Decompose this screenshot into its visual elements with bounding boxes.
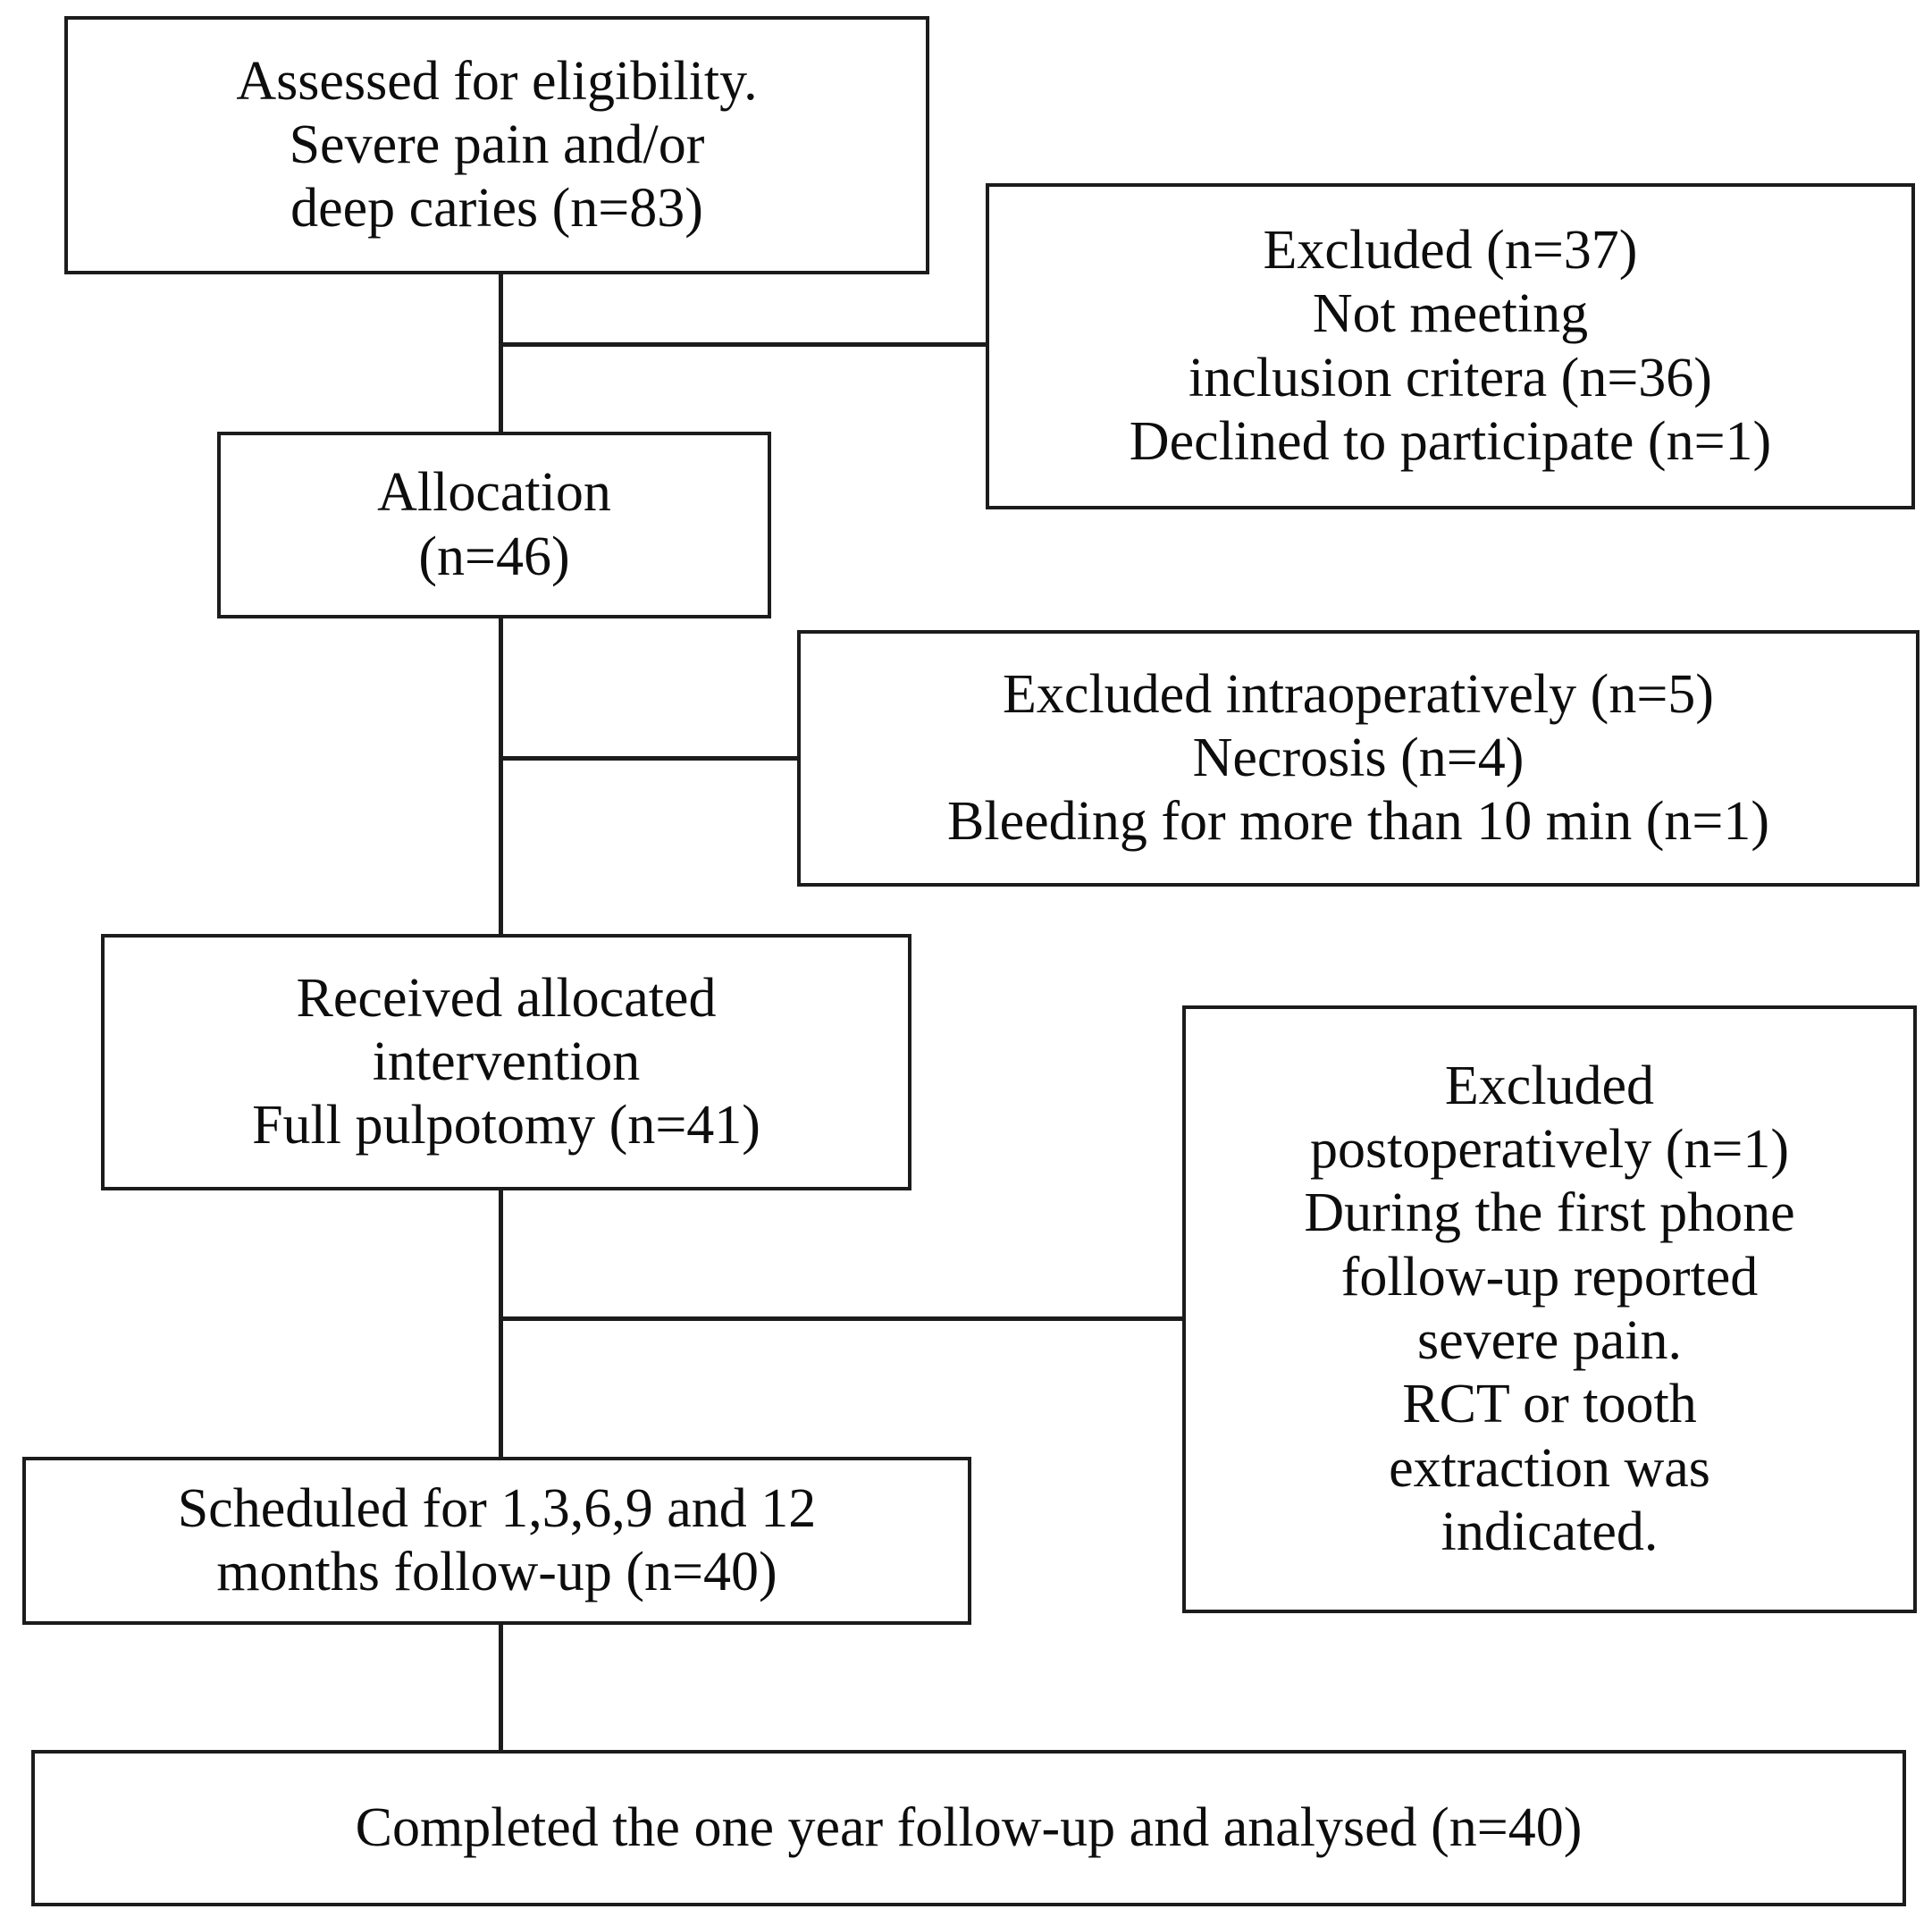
box-text-line: Severe pain and/or <box>289 114 705 175</box>
box-text-line: Excluded intraoperatively (n=5) <box>1003 663 1714 725</box>
flow-box-received-intervention: Received allocated intervention Full pul… <box>101 934 911 1190</box>
box-text-line: Received allocated <box>296 967 717 1029</box>
box-text-line: Not meeting <box>1312 283 1589 345</box>
connector-branch-excluded-intraoperatively <box>500 756 799 761</box>
box-text-line: intervention <box>372 1030 641 1092</box>
box-text-line: indicated. <box>1441 1501 1659 1562</box>
flow-box-assessed: Assessed for eligibility. Severe pain an… <box>64 16 929 274</box>
connector-spine-segment-2 <box>499 617 503 936</box>
box-text-line: postoperatively (n=1) <box>1310 1119 1789 1181</box>
box-text-line: follow-up reported <box>1340 1246 1759 1308</box>
box-text-line: Excluded <box>1444 1055 1655 1116</box>
flow-box-scheduled-followup: Scheduled for 1,3,6,9 and 12 months foll… <box>22 1457 971 1625</box>
box-text-line: Assessed for eligibility. <box>236 50 758 112</box>
box-text-line: RCT or tooth <box>1402 1374 1697 1435</box>
connector-branch-excluded-postoperatively <box>500 1316 1184 1321</box>
box-text-line: extraction was <box>1389 1437 1710 1499</box>
connector-branch-excluded-screening <box>500 342 987 347</box>
box-text-line: severe pain. <box>1416 1310 1683 1371</box>
box-text-line: (n=46) <box>418 526 570 587</box>
box-text-line: Excluded (n=37) <box>1263 219 1638 281</box>
flow-box-excluded-postoperatively: Excluded postoperatively (n=1) During th… <box>1182 1005 1917 1613</box>
box-text-line: Allocation <box>377 462 611 524</box>
box-text-line: Completed the one year follow-up and ana… <box>355 1796 1583 1858</box>
connector-spine-segment-4 <box>499 1623 503 1752</box>
box-text-line: months follow-up (n=40) <box>216 1542 777 1602</box>
connector-spine-segment-1 <box>499 273 503 433</box>
flow-box-excluded-intraoperatively: Excluded intraoperatively (n=5) Necrosis… <box>797 630 1919 887</box>
box-text-line: Bleeding for more than 10 min (n=1) <box>947 791 1769 853</box>
box-text-line: Scheduled for 1,3,6,9 and 12 <box>177 1477 817 1539</box>
box-text-line: deep caries (n=83) <box>290 178 703 240</box>
flow-box-allocation: Allocation (n=46) <box>217 432 771 618</box>
flow-box-excluded-screening: Excluded (n=37) Not meeting inclusion cr… <box>986 183 1915 509</box>
box-text-line: Declined to participate (n=1) <box>1129 410 1772 472</box>
box-text-line: inclusion critera (n=36) <box>1189 347 1712 408</box>
connector-spine-segment-3 <box>499 1189 503 1459</box>
box-text-line: During the first phone <box>1304 1182 1795 1244</box>
box-text-line: Necrosis (n=4) <box>1192 727 1525 788</box>
flow-box-completed-analysed: Completed the one year follow-up and ana… <box>31 1750 1906 1906</box>
box-text-line: Full pulpotomy (n=41) <box>252 1095 760 1156</box>
